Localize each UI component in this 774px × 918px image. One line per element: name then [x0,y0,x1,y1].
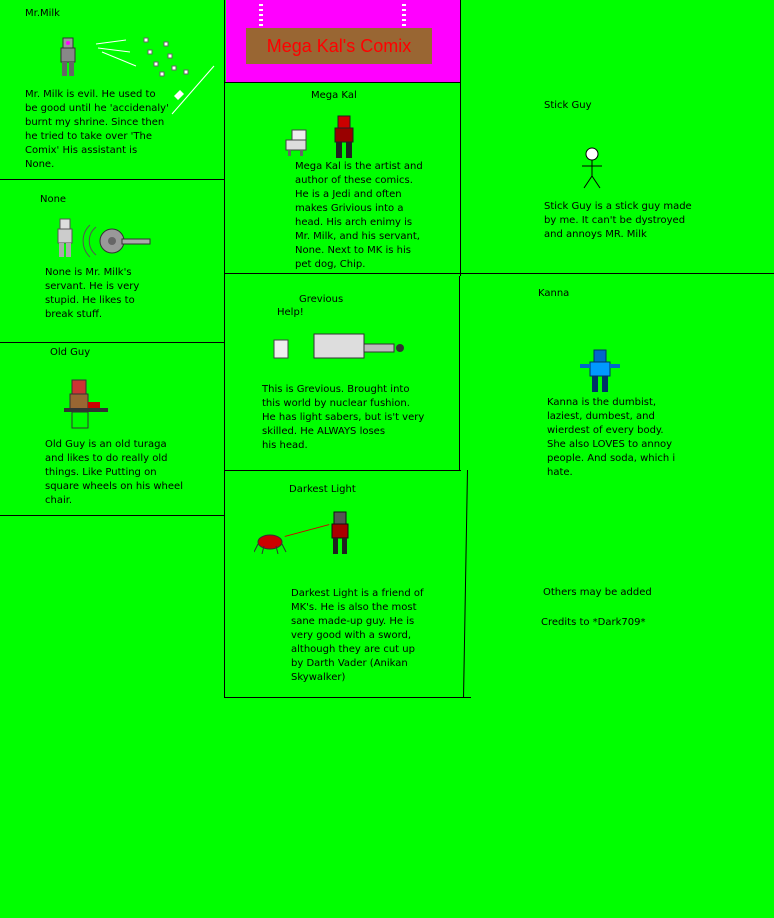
none-desc: None is Mr. Milk's servant. He is very s… [45,267,140,320]
kanna-name: Kanna [538,288,570,299]
darkest-light-desc: Darkest Light is a friend of MK's. He is… [291,588,424,683]
divider [224,273,774,274]
grevious-desc: This is Grevious. Brought into this worl… [262,384,425,451]
stick-guy-sprite [582,147,602,189]
old-guy-sprite [64,379,108,429]
mega-kal-sprite [334,115,354,158]
stick-guy-name: Stick Guy [544,100,592,111]
divider [0,179,225,180]
stick-guy-desc: Stick Guy is a stick guy made by me. It … [544,201,692,240]
divider [224,470,461,471]
divider [224,697,471,698]
others-note: Others may be added [543,587,652,598]
old-guy-name: Old Guy [50,347,91,358]
mega-kal-name: Mega Kal [311,90,357,101]
old-guy-desc: Old Guy is an old turaga and likes to do… [45,439,183,506]
decoration [259,4,263,26]
grevious-sprite [273,333,404,359]
divider [460,0,461,276]
laser-beam [284,524,330,537]
decoration [402,4,406,26]
mega-kal-desc: Mega Kal is the artist and author of the… [295,161,423,270]
darkest-light-name: Darkest Light [289,484,356,495]
mr-milk-sprite [60,37,215,115]
divider [224,82,461,83]
title-panel: Mega Kal's Comix [226,0,460,82]
mr-milk-name: Mr.Milk [25,8,60,19]
divider [224,0,225,698]
kanna-sprite [580,349,620,392]
credits: Credits to *Dark709* [541,617,646,628]
divider [0,342,225,343]
divider [0,515,225,516]
none-name: None [40,194,67,205]
spider-droid-sprite [254,534,287,554]
divider [459,276,460,470]
mr-milk-desc: Mr. Milk is evil. He used to be good unt… [25,89,169,170]
divider [463,470,468,698]
grevious-speech: Help! [277,307,304,318]
none-sprite [57,218,151,258]
darkest-light-sprite [331,511,349,554]
kanna-desc: Kanna is the dumbist, laziest, dumbest, … [547,397,676,478]
page-title: Mega Kal's Comix [246,28,432,64]
grevious-name: Grevious [299,294,344,305]
chip-dog-sprite [285,129,307,156]
